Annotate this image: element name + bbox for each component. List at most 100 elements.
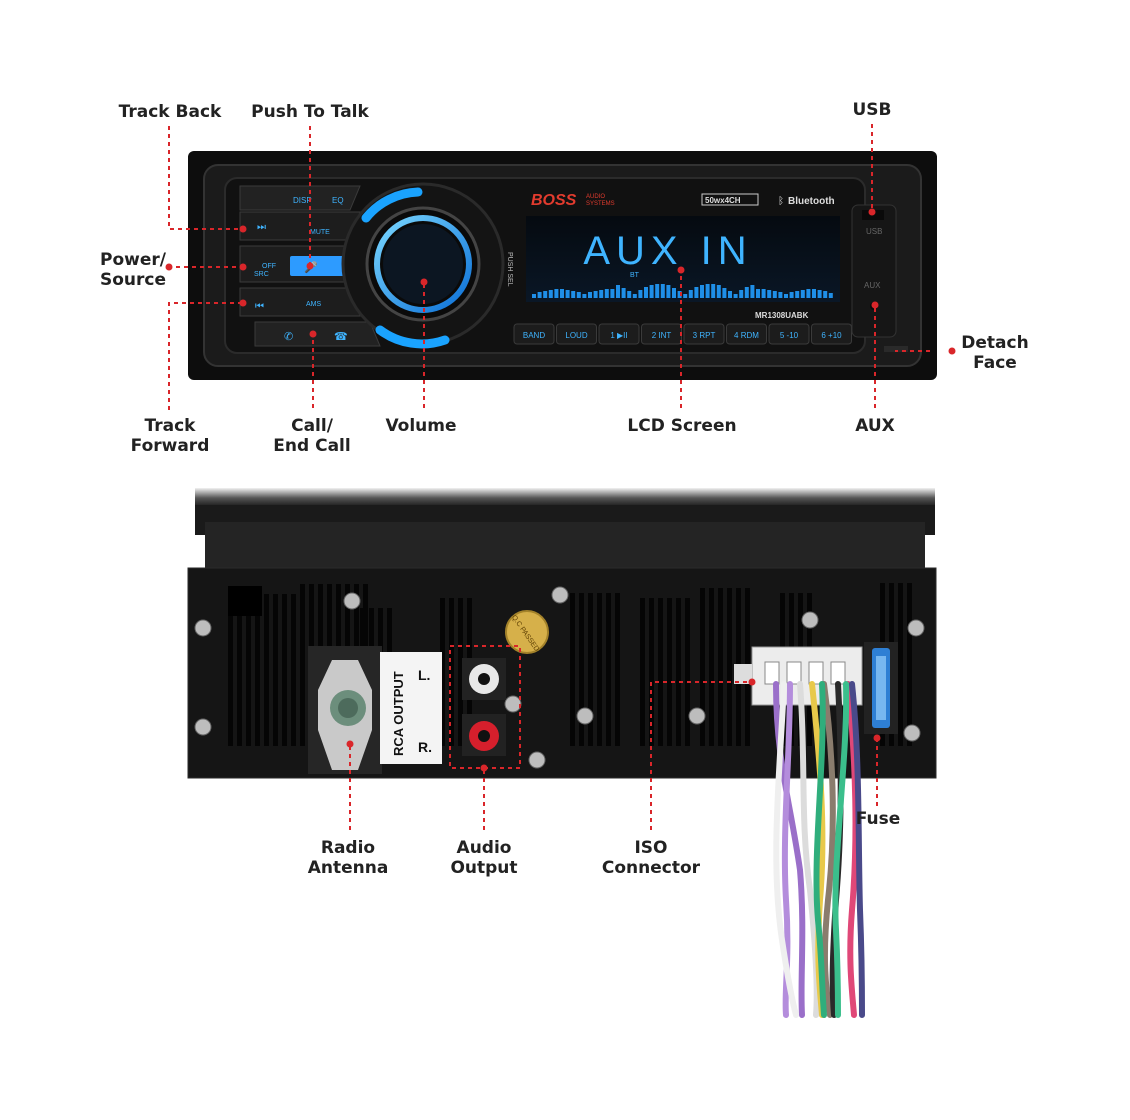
- vent-slot: [640, 598, 645, 746]
- call-icon[interactable]: ✆: [284, 331, 293, 343]
- disp-button-label[interactable]: DISP: [293, 196, 312, 205]
- preset-button[interactable]: 5 -10: [768, 323, 810, 345]
- callout-line: Audio: [456, 838, 512, 858]
- spectrum-bar: [666, 285, 671, 298]
- preset-button[interactable]: BAND: [513, 323, 555, 345]
- spectrum-bar: [672, 288, 676, 298]
- spectrum-bar: [823, 291, 828, 298]
- spectrum-bar: [655, 284, 660, 298]
- usb-port-label: USB: [866, 227, 882, 236]
- spectrum-bar: [756, 289, 760, 298]
- spectrum-bar: [649, 285, 654, 298]
- callout-fuse: Fuse: [848, 809, 908, 829]
- brand-logo: BOSS: [531, 192, 577, 209]
- spectrum-bar: [700, 285, 704, 298]
- callout-line: Output: [450, 858, 518, 878]
- rca-output-label: RCA OUTPUT: [391, 671, 406, 756]
- preset-button[interactable]: LOUD: [556, 323, 597, 345]
- lcd-bt-indicator: BT: [630, 272, 640, 279]
- spectrum-bar: [638, 290, 643, 298]
- preset-button-label: 1 ▶II: [610, 331, 627, 340]
- screw: [343, 592, 361, 610]
- preset-button[interactable]: 2 INT: [641, 323, 682, 345]
- callout-line: Call/: [291, 416, 333, 436]
- volume-knob[interactable]: [341, 182, 505, 349]
- spectrum-bar: [750, 285, 755, 298]
- spectrum-bar: [761, 289, 766, 298]
- callout-radio-antenna: Radio Antenna: [300, 838, 396, 878]
- spectrum-bar: [593, 291, 598, 298]
- spectrum-bar: [532, 294, 536, 298]
- fuse[interactable]: [864, 642, 898, 734]
- aux-port-label: AUX: [864, 281, 881, 290]
- screw: [801, 611, 819, 629]
- spectrum-bar: [817, 290, 822, 298]
- qc-passed-sticker: Q.C PASSED: [505, 610, 549, 654]
- src-button-label[interactable]: SRC: [254, 271, 269, 278]
- brand-sub-systems: SYSTEMS: [586, 201, 615, 207]
- spectrum-bar: [716, 285, 721, 298]
- screw: [903, 724, 921, 742]
- screw: [551, 586, 569, 604]
- callout-audio-output: Audio Output: [440, 838, 528, 878]
- callout-aux: AUX: [845, 416, 905, 436]
- spectrum-bar: [677, 291, 682, 298]
- preset-button[interactable]: 4 RDM: [726, 323, 767, 345]
- previous-track-icon[interactable]: ⏮: [255, 301, 264, 312]
- spectrum-bar: [543, 291, 548, 298]
- callout-volume: Volume: [376, 416, 466, 436]
- callout-line: LCD Screen: [627, 416, 737, 436]
- head-unit-rear: RCA OUTPUT L. R. Q.C PASSED: [187, 488, 937, 1018]
- callout-usb: USB: [842, 100, 902, 120]
- vent-slot: [667, 598, 672, 746]
- detach-face-button[interactable]: [884, 346, 908, 352]
- ams-button-label[interactable]: AMS: [306, 301, 322, 308]
- callout-dots: [165, 208, 956, 772]
- end-call-icon[interactable]: ☎: [334, 331, 348, 343]
- spectrum-bar: [705, 284, 710, 298]
- spectrum-bar: [610, 289, 615, 298]
- spectrum-bar: [694, 287, 699, 298]
- left-channel-label: L.: [418, 667, 430, 683]
- spectrum-bar: [778, 292, 783, 298]
- callout-detach-face: Detach Face: [955, 333, 1035, 373]
- eq-button-label[interactable]: EQ: [332, 196, 344, 205]
- vent-slot: [282, 594, 287, 746]
- screw: [504, 695, 522, 713]
- vent-slot: [898, 583, 903, 746]
- head-unit-faceplate: DISP EQ MUTE OFF SRC AMS ⏭ ⏮ ✆ ☎ 🎤 PUSH …: [188, 151, 937, 380]
- vent-slot: [255, 594, 260, 746]
- callout-line: Push To Talk: [251, 102, 369, 122]
- callout-line: Volume: [385, 416, 457, 436]
- spectrum-bar: [789, 292, 794, 298]
- vent-slot: [570, 593, 575, 746]
- mute-button-label[interactable]: MUTE: [310, 229, 330, 236]
- off-button-label[interactable]: OFF: [262, 263, 276, 270]
- preset-button[interactable]: 6 +10: [811, 323, 852, 345]
- spectrum-bar: [621, 288, 626, 298]
- vent-slot: [237, 594, 242, 746]
- wiring-harness: [773, 681, 865, 1018]
- lcd-display-text: AUX IN: [583, 229, 752, 273]
- spectrum-bar: [722, 288, 727, 298]
- lcd-display: AUX IN BT: [526, 216, 840, 302]
- spectrum-bar: [644, 287, 648, 298]
- push-sel-label: PUSH SEL: [506, 252, 513, 287]
- preset-button-label: 4 RDM: [734, 331, 759, 340]
- brand-sub-audio: AUDIO: [586, 194, 605, 200]
- radio-antenna-jack[interactable]: [308, 646, 382, 774]
- rca-jack-right[interactable]: [462, 714, 506, 756]
- screw: [907, 619, 925, 637]
- preset-button[interactable]: 3 RPT: [683, 323, 725, 345]
- vent-slot: [228, 594, 233, 746]
- callout-line: Track: [144, 416, 196, 436]
- rca-jack-left[interactable]: [462, 658, 506, 700]
- callout-line: Track Back: [118, 102, 222, 122]
- next-track-icon[interactable]: ⏭: [257, 222, 266, 233]
- spectrum-bar: [733, 294, 738, 298]
- push-to-talk-button[interactable]: [290, 256, 344, 276]
- spectrum-bar: [806, 289, 811, 298]
- vent-slot: [246, 594, 251, 746]
- preset-button[interactable]: 1 ▶II: [598, 323, 640, 345]
